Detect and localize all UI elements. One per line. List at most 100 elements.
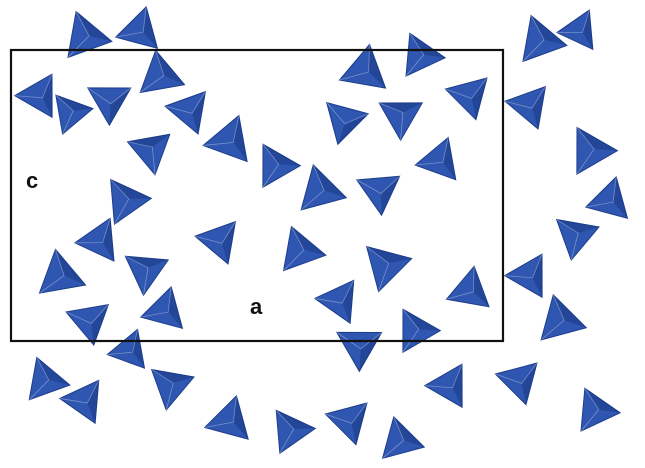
tetrahedron xyxy=(540,293,588,341)
tetrahedron xyxy=(381,415,426,460)
tetrahedron-face xyxy=(365,245,413,293)
tetrahedron-shade xyxy=(366,246,412,264)
tetrahedron xyxy=(365,245,413,293)
tetrahedron xyxy=(584,175,629,220)
tetrahedron xyxy=(355,175,401,217)
tetrahedron-edge xyxy=(379,102,404,141)
tetrahedron xyxy=(423,363,463,409)
tetrahedron-edge xyxy=(125,255,149,296)
tetrahedron xyxy=(124,255,170,297)
tetrahedron-face xyxy=(335,331,383,373)
tetrahedron-edge xyxy=(504,254,543,279)
tetrahedron xyxy=(55,94,94,135)
tetrahedron xyxy=(282,225,327,272)
tetrahedron-face xyxy=(126,133,171,176)
tetrahedron-face xyxy=(202,114,248,163)
tetrahedron-shade xyxy=(532,254,543,298)
tetrahedron-face xyxy=(86,87,132,127)
tetrahedron xyxy=(67,10,113,59)
tetrahedron xyxy=(580,387,622,432)
tetrahedron-edge xyxy=(204,395,237,428)
tetrahedron-shade xyxy=(379,102,423,113)
tetrahedron-face xyxy=(414,136,457,181)
tetrahedron-shade xyxy=(381,176,400,216)
tetrahedron-shade xyxy=(102,218,114,262)
tetrahedron-shade xyxy=(313,164,347,198)
tetrahedron-edge xyxy=(65,304,109,325)
tetrahedron-edge xyxy=(585,176,617,208)
tetrahedron-face xyxy=(444,77,488,121)
tetrahedron-shade xyxy=(582,10,593,50)
tetrahedron-edge xyxy=(262,143,280,188)
tetrahedron-face xyxy=(324,402,368,446)
tetrahedron xyxy=(13,73,53,119)
tetrahedron-edge xyxy=(382,416,405,459)
tetrahedron-edge xyxy=(115,6,147,38)
tetrahedron xyxy=(494,362,538,406)
tetrahedron xyxy=(313,279,355,325)
tetrahedron-edge xyxy=(314,280,355,304)
tetrahedron-edge xyxy=(445,77,488,99)
tetrahedron-shade xyxy=(110,179,152,199)
tetrahedron-shade xyxy=(55,95,93,111)
tetrahedron-shade xyxy=(351,403,367,445)
tetrahedron-face xyxy=(38,248,87,294)
tetrahedron xyxy=(402,308,442,354)
tetrahedron-edge xyxy=(366,246,390,292)
tetrahedron-edge xyxy=(151,369,174,411)
tetrahedron-face xyxy=(114,5,159,50)
tetrahedron-edge xyxy=(446,266,475,300)
tetrahedron-shade xyxy=(125,256,169,268)
tetrahedron-shade xyxy=(127,134,170,148)
tetrahedron xyxy=(300,163,348,211)
tetrahedron-face xyxy=(445,265,490,308)
tetrahedron xyxy=(503,253,543,299)
tetrahedron-shade xyxy=(132,329,145,369)
tetrahedron-face xyxy=(193,220,237,265)
tetrahedron-edge xyxy=(87,87,132,105)
tetrahedron-edge xyxy=(556,9,590,33)
tetrahedron xyxy=(405,32,447,77)
tetrahedron-shade xyxy=(143,6,158,49)
tetrahedron-face xyxy=(139,49,186,94)
tetrahedron-face xyxy=(58,379,100,425)
tetrahedron-edge xyxy=(356,175,400,195)
tetrahedron-edge xyxy=(540,294,565,341)
tetrahedron xyxy=(65,303,110,347)
tetrahedron-edge xyxy=(127,141,156,175)
tetrahedron-edge xyxy=(140,286,172,318)
tetrahedron-face xyxy=(576,126,619,175)
tetrahedron-edge xyxy=(325,402,368,424)
tetrahedron-face xyxy=(378,102,424,142)
tetrahedron-shade xyxy=(276,410,316,429)
axis-label-c: c xyxy=(26,168,38,193)
tetrahedron-edge xyxy=(300,164,325,211)
tetrahedron xyxy=(193,220,237,265)
tetrahedron-face xyxy=(124,255,170,297)
tetrahedron-face xyxy=(503,253,543,299)
tetrahedron xyxy=(150,368,195,412)
tetrahedron xyxy=(576,126,619,175)
tetrahedron-edge xyxy=(14,74,53,99)
tetrahedron-shade xyxy=(613,176,628,219)
tetrahedron xyxy=(555,9,594,51)
tetrahedron xyxy=(139,285,184,330)
tetrahedron-shade xyxy=(87,380,99,424)
tetrahedron-edge xyxy=(415,137,449,166)
tetrahedron-shade xyxy=(342,280,354,324)
tetrahedron-edge xyxy=(164,91,206,114)
tetrahedron-face xyxy=(584,175,629,220)
tetrahedron xyxy=(38,248,87,294)
tetrahedron-edge xyxy=(39,249,65,294)
tetrahedron-face xyxy=(503,85,547,130)
tetrahedron-shade xyxy=(233,115,248,162)
tetrahedron-face xyxy=(423,363,463,409)
tetrahedron-edge xyxy=(504,86,546,109)
tetrahedron-face xyxy=(73,217,115,262)
tetrahedron-shade xyxy=(91,304,109,346)
tetrahedron-shade xyxy=(233,395,249,440)
tetrahedron-face xyxy=(325,101,370,146)
tetrahedron-edge xyxy=(139,50,165,93)
tetrahedron xyxy=(335,331,383,373)
